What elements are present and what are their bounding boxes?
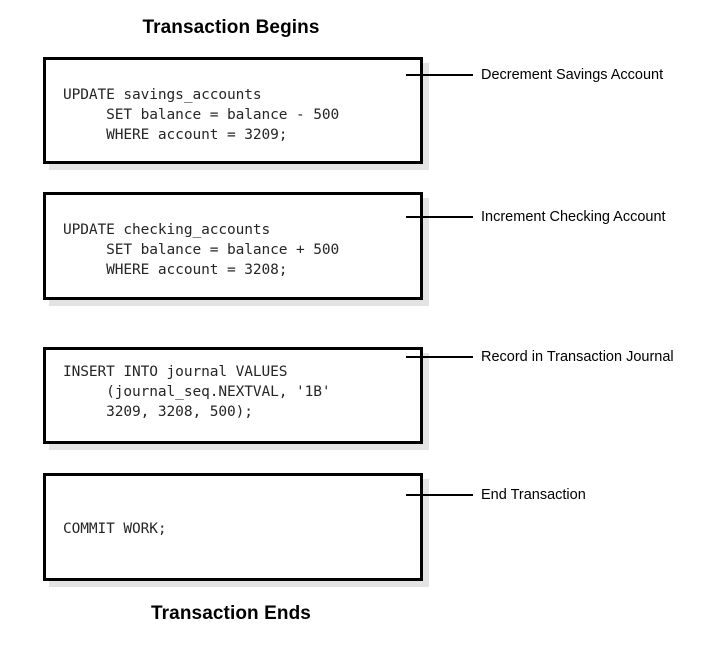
diagram-title-bottom: Transaction Ends bbox=[151, 603, 311, 624]
leader-line-1 bbox=[406, 74, 473, 76]
leader-line-3 bbox=[406, 356, 473, 358]
sql-statement-insert-journal: INSERT INTO journal VALUES (journal_seq.… bbox=[63, 364, 331, 420]
leader-line-2 bbox=[406, 216, 473, 218]
code-box-commit: COMMIT WORK; bbox=[43, 473, 423, 581]
sql-statement-update-savings: UPDATE savings_accounts SET balance = ba… bbox=[63, 87, 340, 143]
leader-line-4 bbox=[406, 494, 473, 496]
code-box-increment-checking: UPDATE checking_accounts SET balance = b… bbox=[43, 192, 423, 300]
diagram-title-top: Transaction Begins bbox=[142, 17, 320, 38]
callout-label-decrement-savings: Decrement Savings Account bbox=[481, 67, 664, 83]
sql-statement-update-checking: UPDATE checking_accounts SET balance = b… bbox=[63, 222, 340, 278]
callout-label-journal-record: Record in Transaction Journal bbox=[481, 349, 674, 365]
code-box-decrement-savings: UPDATE savings_accounts SET balance = ba… bbox=[43, 57, 423, 164]
callout-label-increment-checking: Increment Checking Account bbox=[481, 209, 666, 225]
code-box-journal-record: INSERT INTO journal VALUES (journal_seq.… bbox=[43, 347, 423, 444]
callout-label-end-transaction: End Transaction bbox=[481, 487, 586, 503]
sql-statement-commit: COMMIT WORK; bbox=[63, 521, 167, 537]
